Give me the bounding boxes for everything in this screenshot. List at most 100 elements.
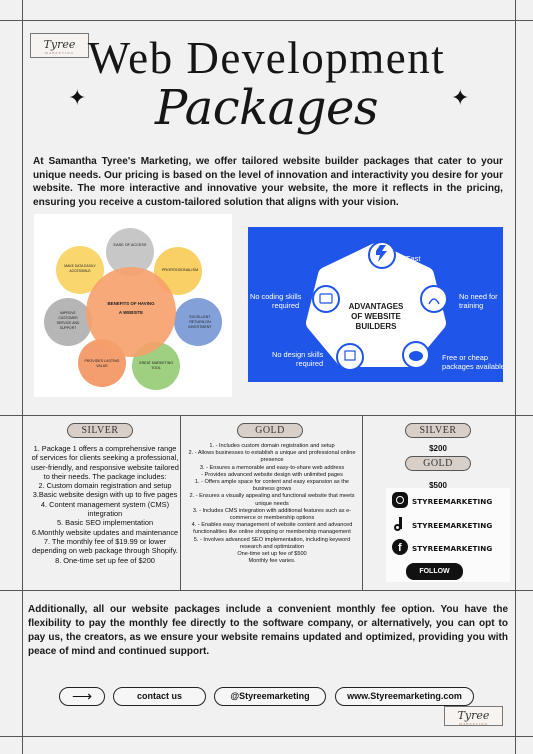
advantage-label: No design skills xyxy=(272,350,324,359)
list-item: 2. - Allows businesses to establish a un… xyxy=(188,450,356,464)
advantages-diagram-svg: ADVANTAGES OF WEBSITE BUILDERS Fast No n… xyxy=(248,227,503,382)
website-link[interactable]: www.Styreemarketing.com xyxy=(335,687,474,706)
benefit-circle xyxy=(56,246,104,294)
gold-price-badge: GOLD xyxy=(405,456,471,471)
list-item: 3. - Includes CMS integration with addit… xyxy=(192,507,352,522)
list-item: 2. Custom domain registration and setup xyxy=(38,481,172,491)
grid-line xyxy=(22,0,23,754)
advantage-label: required xyxy=(272,301,299,310)
grid-line xyxy=(0,415,533,416)
intro-paragraph: At Samantha Tyree's Marketing, we offer … xyxy=(33,156,503,208)
grid-line xyxy=(0,590,533,591)
benefit-circle xyxy=(154,247,202,295)
design-glyph xyxy=(344,350,356,361)
silver-badge: SILVER xyxy=(67,423,133,438)
closing-paragraph: Additionally, all our website packages i… xyxy=(28,604,508,657)
sparkle-icon: ✦ xyxy=(68,85,87,110)
list-item: Monthly fee varies. xyxy=(248,558,296,565)
benefit-center-circle xyxy=(86,267,176,357)
logo-subtext: MARKETING xyxy=(458,722,489,726)
list-item: 6.Monthly website updates and maintenanc… xyxy=(31,527,179,537)
list-item: 1. - Offers ample space for content and … xyxy=(194,479,350,493)
grid-line xyxy=(515,0,516,754)
grid-line xyxy=(362,415,363,590)
list-item: 2. - Ensures a visually appealing and fu… xyxy=(189,493,355,507)
instagram-handle[interactable]: STYREEMARKETING xyxy=(412,497,493,506)
list-item: 1. - Includes custom domain registration… xyxy=(209,443,335,449)
advantage-label: Free or cheap xyxy=(442,353,488,362)
benefit-center-label: A WEBSITE xyxy=(119,310,143,315)
benefit-label: VALUE xyxy=(96,364,108,368)
list-item: 5. - Involves advanced SEO implementatio… xyxy=(193,536,351,550)
training-glyph xyxy=(428,298,440,305)
page-title: Web Development xyxy=(87,33,446,83)
advantage-label: training xyxy=(459,301,483,310)
benefit-label: IMPROVE xyxy=(60,311,76,315)
benefit-label: RETURN ON xyxy=(189,320,211,324)
benefit-label: MAKE DATA EASILY xyxy=(64,264,96,268)
list-item: One-time set up fee of $500 xyxy=(237,551,307,558)
benefit-circle xyxy=(174,298,222,346)
benefit-label: PROFESSIONALISM xyxy=(162,268,198,272)
design-icon xyxy=(336,343,364,371)
follow-button[interactable]: FOLLOW xyxy=(406,563,463,580)
logo-subtext: MARKETING xyxy=(44,51,75,55)
grid-line xyxy=(180,415,181,590)
logo: Tyree MARKETING xyxy=(444,706,503,726)
code-glyph xyxy=(319,293,333,304)
social-handle-button[interactable]: @Styreemarketing xyxy=(214,687,326,706)
list-item: 5. Basic SEO implementation xyxy=(56,518,154,528)
gold-price: $500 xyxy=(429,481,447,490)
list-item: 1. Package 1 offers a comprehensive rang… xyxy=(31,444,179,481)
advantages-title: ADVANTAGES xyxy=(349,302,404,311)
list-item: 3. - Ensures a memorable and easy-to-sha… xyxy=(199,464,345,471)
list-item: - Provides advanced website design with … xyxy=(201,471,343,478)
tiktok-handle[interactable]: STYREEMARKETING xyxy=(412,521,493,530)
benefit-label: SERVICE AND xyxy=(57,321,80,325)
instagram-icon[interactable] xyxy=(392,492,408,508)
benefits-diagram: BENEFITS OF HAVING A WEBSITE EASE OF ACC… xyxy=(34,214,232,397)
list-item: 7. The monthly fee of $19.99 or lower de… xyxy=(32,536,178,556)
list-item: 8. One-time set up fee of $200 xyxy=(55,555,155,565)
benefit-label: INVESTMENT xyxy=(188,325,212,329)
list-item: 4. - Enables easy management of website … xyxy=(191,522,353,536)
grid-line xyxy=(0,736,533,737)
list-item: 4. Content management system (CMS) integ… xyxy=(40,499,170,519)
advantage-label: packages available xyxy=(442,362,503,371)
advantages-title: BUILDERS xyxy=(356,322,398,331)
advantages-center-shape xyxy=(306,243,446,367)
benefit-label: ACCESSIBLE xyxy=(69,269,91,273)
advantage-label: required xyxy=(296,359,323,368)
advantages-diagram: ADVANTAGES OF WEBSITE BUILDERS Fast No n… xyxy=(248,227,503,382)
silver-package-list: 1. Package 1 offers a comprehensive rang… xyxy=(30,444,180,565)
benefit-label: TOOL xyxy=(151,366,161,370)
silver-price-badge: SILVER xyxy=(405,423,471,438)
grid-line xyxy=(0,20,533,21)
fast-glyph xyxy=(376,245,387,262)
logo-text: Tyree xyxy=(457,709,490,722)
benefit-center-label: BENEFITS OF HAVING xyxy=(108,301,156,306)
page-subtitle: Packages xyxy=(154,80,379,136)
logo-text: Tyree xyxy=(43,38,76,51)
advantage-label: Fast xyxy=(406,254,420,263)
contact-us-button[interactable]: contact us xyxy=(113,687,206,706)
benefit-label: EXCELLENT xyxy=(190,315,212,319)
code-icon xyxy=(312,285,340,313)
logo: Tyree MARKETING xyxy=(30,33,89,58)
facebook-icon[interactable]: f xyxy=(392,539,408,555)
benefit-label: EASE OF ACCESS xyxy=(114,243,147,247)
gold-badge: GOLD xyxy=(237,423,303,438)
advantage-label: No coding skills xyxy=(250,292,302,301)
benefits-diagram-svg: BENEFITS OF HAVING A WEBSITE EASE OF ACC… xyxy=(44,228,222,390)
sparkle-icon: ✦ xyxy=(451,85,470,110)
benefit-circle xyxy=(44,298,92,346)
piggy-glyph xyxy=(409,351,423,361)
gold-package-list: 1. - Includes custom domain registration… xyxy=(188,443,356,565)
advantage-label: No need for xyxy=(459,292,498,301)
tiktok-icon[interactable] xyxy=(392,516,408,532)
benefit-label: SUPPORT xyxy=(60,326,76,330)
facebook-handle[interactable]: STYREEMARKETING xyxy=(412,544,493,553)
arrow-button[interactable]: ⟶ xyxy=(59,687,105,706)
list-item: 3.Basic website design with up to five p… xyxy=(32,490,178,500)
